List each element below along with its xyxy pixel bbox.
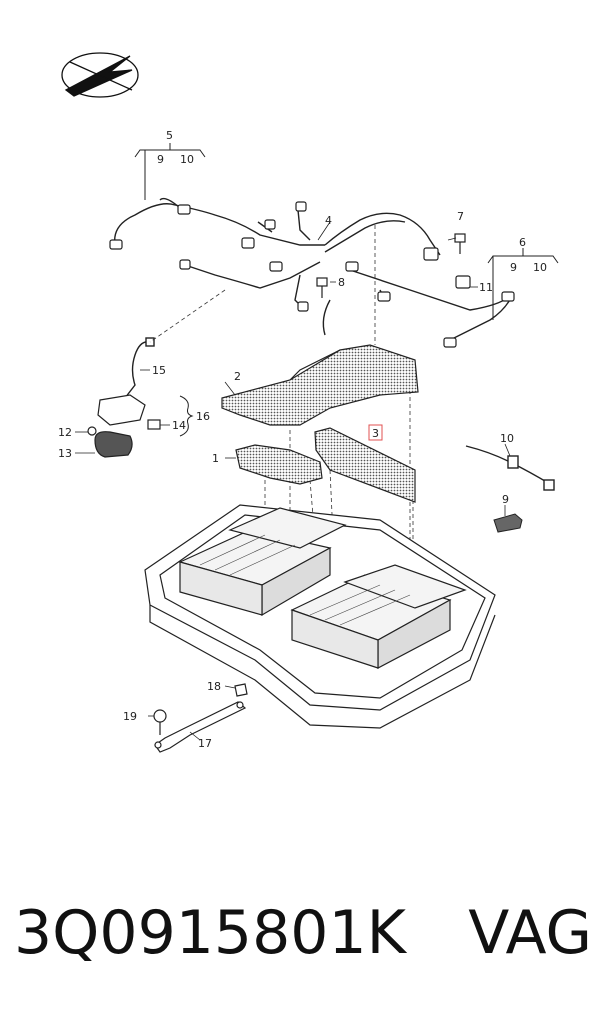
bracket-group-6	[487, 248, 559, 320]
wiring-harness	[113, 197, 513, 341]
callout-7: 7	[457, 210, 464, 223]
callout-14: 14	[172, 419, 186, 432]
connector-assembly	[87, 394, 161, 458]
callout-15: 15	[152, 364, 166, 377]
callout-4: 4	[325, 214, 332, 227]
callout-12: 12	[58, 426, 72, 439]
bracket-group-5	[134, 143, 206, 200]
callout-10-tie: 10	[500, 432, 514, 445]
callout-8: 8	[338, 276, 345, 289]
part-number-label: 3Q0915801K	[14, 898, 406, 968]
logo-emblem	[61, 52, 139, 98]
callout-9-group5: 9	[157, 153, 164, 166]
callout-9-group6: 9	[510, 261, 517, 274]
callout-11: 11	[479, 281, 493, 294]
gasket-part-3	[314, 427, 416, 503]
callout-9-clip: 9	[502, 493, 509, 506]
callout-5: 5	[166, 129, 173, 142]
bracket-group-16	[179, 395, 194, 437]
bolt-8	[316, 277, 328, 298]
callout-19: 19	[123, 710, 137, 723]
callout-17: 17	[198, 737, 212, 750]
callout-6: 6	[519, 236, 526, 249]
bolt-part-19	[153, 709, 167, 735]
battery-modules	[178, 507, 467, 669]
bracket-clip-9	[493, 513, 523, 533]
callout-leaders	[75, 221, 511, 741]
cable-tie-10	[465, 445, 555, 491]
harness-connectors	[109, 201, 515, 348]
callout-3-highlight: 3	[368, 424, 383, 441]
battery-tray	[144, 504, 496, 729]
bracket-part-17	[154, 701, 247, 753]
callout-1: 1	[212, 452, 219, 465]
callout-10-group6: 10	[533, 261, 547, 274]
sensor-cable-15	[124, 337, 155, 399]
housing-part-2	[221, 344, 419, 426]
bolt-7	[454, 233, 466, 254]
callout-18: 18	[207, 680, 221, 693]
callout-10-group5: 10	[180, 153, 194, 166]
brand-label: VAG	[468, 898, 592, 968]
callout-16: 16	[196, 410, 210, 423]
callout-2: 2	[234, 370, 241, 383]
nut-part-18	[234, 683, 248, 697]
exploded-parts-diagram: 5 9 10 4 7 6 9 10 8 11 15 2 16 14 12 13 …	[58, 52, 559, 753]
callout-3: 3	[372, 427, 379, 440]
callout-13: 13	[58, 447, 72, 460]
housing-part-1	[235, 444, 323, 485]
